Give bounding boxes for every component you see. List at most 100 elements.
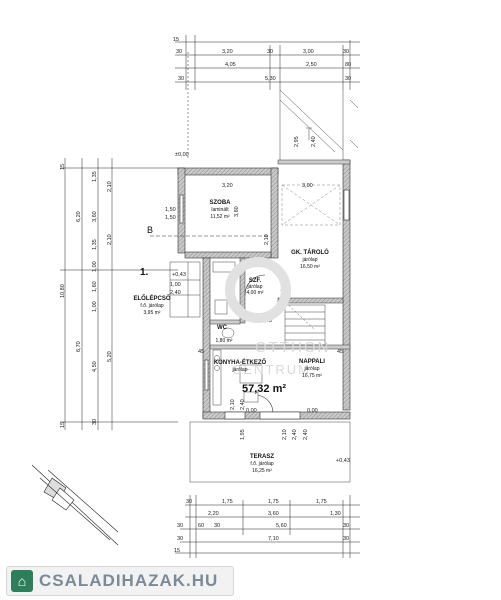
dim-label: 15	[60, 164, 66, 170]
level-mark: +0,43	[336, 458, 350, 464]
room-area: 16,75 m²	[302, 373, 322, 379]
dim-label: 3,00	[302, 183, 313, 189]
room-floor: járólap	[246, 284, 262, 290]
dim-label: 5,20	[107, 351, 113, 362]
house-logo: ⌂	[11, 570, 33, 592]
room-floor: járólap	[303, 366, 319, 372]
floor-number: 1.	[140, 267, 149, 278]
section-mark: B	[147, 225, 153, 235]
dim-label: 15	[60, 422, 66, 428]
room-area: 3,95 m²	[144, 310, 161, 316]
dim-label: 2,10	[264, 234, 270, 245]
dim-label: 3,60	[234, 206, 240, 217]
room-gk-tarolo: GK. TÁROLÓ járólap 16,50 m²	[291, 248, 329, 270]
dim-label: 1,75	[316, 499, 327, 505]
room-floor: járólap	[301, 257, 317, 263]
north-arrow	[31, 464, 119, 546]
room-name: TERASZ	[250, 454, 274, 460]
dim-label: 1,75	[268, 499, 279, 505]
dim-label: 30	[177, 536, 183, 542]
dim-label: 30	[177, 523, 183, 529]
dim-label: 1,50	[165, 215, 176, 221]
room-name: ELŐLÉPCSŐ	[133, 294, 170, 302]
room-area: 1,80 m²	[216, 338, 233, 344]
room-terasz: TERASZ f.ő. járólap 16,25 m²	[250, 454, 274, 474]
dim-label: 30	[345, 76, 351, 82]
dim-label: 2,95	[294, 136, 300, 147]
dim-label: 15	[173, 37, 179, 43]
dim-label: 0,00	[246, 408, 257, 414]
bottom-dimensions	[175, 495, 360, 558]
room-area: 16,25 m²	[252, 468, 272, 474]
dim-label: 30	[214, 523, 220, 529]
room-area: 11,52 m²	[210, 214, 230, 220]
watermark: OTTHON CENTRUM	[225, 257, 328, 377]
dim-label: 3,00	[303, 49, 314, 55]
room-name: SZF.	[249, 278, 262, 284]
dim-label: 2,10	[107, 181, 113, 192]
dim-label: 2,10	[230, 399, 236, 410]
left-dimensions	[60, 158, 178, 430]
dim-label: 30	[92, 419, 98, 425]
dim-label: 30	[343, 523, 349, 529]
brand-text: CSALADIHAZAK.HU	[39, 571, 219, 590]
dim-label: 1,35	[92, 171, 98, 182]
level-mark: +0,43	[172, 272, 186, 278]
dim-label: 1,00	[92, 301, 98, 312]
room-name: NAPPALI	[299, 359, 325, 365]
room-name: WC	[217, 325, 228, 331]
dim-label: 45	[198, 349, 204, 355]
watermark-text: CENTRUM	[232, 362, 311, 377]
dim-label: 1,35	[92, 239, 98, 250]
level-mark: ±0,00	[175, 152, 189, 158]
staircase	[282, 299, 326, 346]
dim-label: 30	[343, 536, 349, 542]
room-area: 4,00 m²	[247, 290, 264, 296]
dim-label: 10,80	[60, 284, 66, 298]
room-floor: f.ő. járólap	[250, 461, 274, 467]
dim-label: 1,00	[92, 261, 98, 272]
dim-label: 80	[345, 62, 351, 68]
room-floor: f.ő. járólap	[140, 303, 164, 309]
dim-label: 7,10	[268, 536, 279, 542]
total-area: 57,32 m²	[242, 383, 286, 395]
inner-dim-labels: 3,20 3,00 1,50 1,50 1,00 2,40 2,10 3,60 …	[165, 183, 343, 440]
dim-label: 1,95	[240, 429, 246, 440]
top-dim-labels: 15 30 3,20 30 3,00 30 4,05 2,50 80 30 5,…	[173, 37, 351, 82]
dim-label: 45	[337, 349, 343, 355]
room-name: KONYHA-ÉTKEZŐ	[214, 358, 267, 366]
left-dim-labels: 15 10,80 15 6,20 6,70 1,35 3,60 1,35 1,0…	[60, 164, 113, 428]
room-floor: járólap	[231, 367, 247, 373]
dim-label: 2,50	[306, 62, 317, 68]
brand-banner[interactable]: ⌂ CSALADIHAZAK.HU	[6, 566, 234, 596]
dim-label: 5,60	[276, 523, 287, 529]
dim-label: 30	[343, 49, 349, 55]
room-floor: laminált	[211, 207, 229, 213]
garage-cross	[281, 184, 341, 226]
dim-label: 15	[174, 548, 180, 554]
dim-label: 2,10	[282, 429, 288, 440]
room-area: 16,50 m²	[300, 264, 320, 270]
dim-label: 3,20	[222, 49, 233, 55]
dim-label: 6,70	[76, 341, 82, 352]
dim-label: 2,40	[303, 429, 309, 440]
dim-label: 4,50	[92, 361, 98, 372]
room-szoba: SZOBA laminált 11,52 m²	[210, 200, 232, 220]
dim-label: 2,40	[292, 429, 298, 440]
roof-lines	[279, 89, 359, 160]
dim-label: 60	[198, 523, 204, 529]
dim-label: 30	[178, 76, 184, 82]
dim-label: 6,20	[76, 211, 82, 222]
dim-label: 2,40	[240, 399, 246, 410]
front-steps	[169, 261, 201, 318]
dim-label: 1,00	[170, 282, 181, 288]
dim-label: 2,20	[208, 511, 219, 517]
dim-label: 3,60	[92, 211, 98, 222]
dim-label: 30	[176, 49, 182, 55]
dim-label: 2,40	[311, 136, 317, 147]
room-wc: WC 1,80 m²	[216, 325, 233, 344]
dim-label: 2,40	[170, 290, 181, 296]
dim-label: 0,00	[307, 408, 318, 414]
room-elolepcso: ELŐLÉPCSŐ f.ő. járólap 3,95 m²	[133, 294, 170, 316]
room-name: SZOBA	[210, 200, 232, 206]
